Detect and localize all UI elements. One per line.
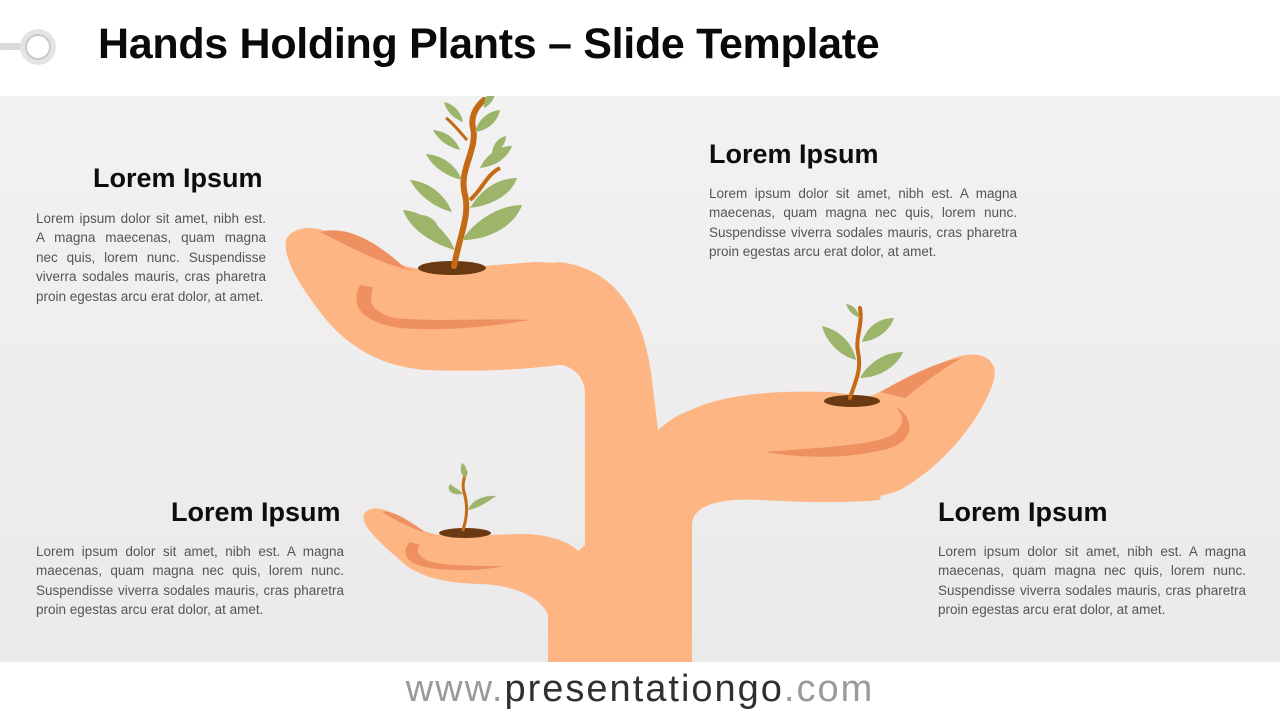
url-prefix: www. <box>405 668 505 710</box>
plant-icon <box>448 463 496 532</box>
slide: Hands Holding Plants – Slide Template Lo… <box>0 0 1280 662</box>
pin-icon <box>0 29 56 65</box>
block-heading-top-right: Lorem Ipsum <box>709 139 879 169</box>
block-heading-bottom-right: Lorem Ipsum <box>938 497 1108 527</box>
plant-icon <box>822 304 903 400</box>
block-body-top-right: Lorem ipsum dolor sit amet, nibh est. A … <box>709 186 1017 260</box>
block-body-bottom-right: Lorem ipsum dolor sit amet, nibh est. A … <box>938 544 1246 618</box>
hand-bottom-left <box>363 508 585 615</box>
page-title: Hands Holding Plants – Slide Template <box>98 20 880 68</box>
soil-bottom <box>439 528 491 538</box>
hand-top-left <box>285 227 648 371</box>
hand-right <box>660 354 995 525</box>
footer: www.presentationgo.com <box>0 662 1280 720</box>
footer-url[interactable]: www.presentationgo.com <box>0 668 1280 711</box>
hands-illustration <box>285 90 995 662</box>
plant-icon <box>403 90 522 269</box>
url-domain: presentationgo <box>504 668 784 710</box>
title-bar: Hands Holding Plants – Slide Template <box>0 0 1280 96</box>
block-body-bottom-left: Lorem ipsum dolor sit amet, nibh est. A … <box>36 544 344 618</box>
block-heading-bottom-left: Lorem Ipsum <box>171 497 341 527</box>
block-body-top-left: Lorem ipsum dolor sit amet, nibh est. A … <box>36 211 266 304</box>
block-heading-top-left: Lorem Ipsum <box>93 163 263 193</box>
url-suffix: .com <box>783 668 875 710</box>
soil-right <box>824 395 880 407</box>
